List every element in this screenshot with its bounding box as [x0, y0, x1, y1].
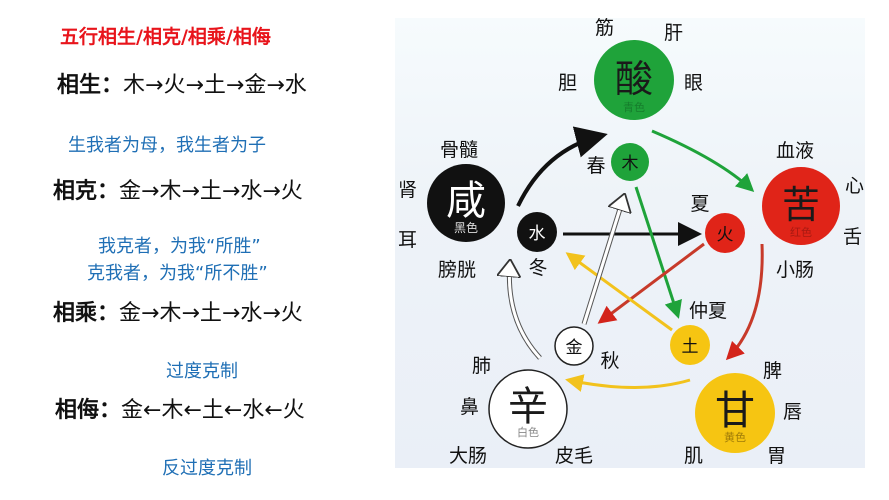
arrow-metal-controls-wood: [582, 196, 624, 325]
rule-wu-sequence: 金←木←土←水←火: [121, 398, 305, 423]
label-lung: 肺: [472, 355, 491, 377]
note-cheng: 过度克制: [166, 361, 238, 382]
rule-ke-sequence: 金→木→土→水→火: [119, 179, 303, 204]
label-heart: 心: [845, 175, 864, 197]
taste-fire-char: 苦: [782, 183, 820, 227]
season-winter: 冬: [528, 257, 547, 279]
taste-circle-wood: 酸 青色: [594, 40, 674, 120]
label-skin-hair: 皮毛: [555, 445, 593, 467]
taste-wood-color: 青色: [623, 100, 645, 114]
label-nose: 鼻: [460, 396, 479, 418]
label-tendon: 筋: [595, 17, 614, 39]
arrow-metal-to-water: [509, 262, 542, 360]
arrow-water-to-wood: [516, 126, 608, 207]
label-marrow: 骨髓: [440, 139, 478, 161]
taste-water-char: 咸: [446, 178, 486, 224]
element-circle-metal: 金 秋: [554, 326, 620, 372]
taste-fire-color: 红色: [790, 225, 812, 239]
svg-text:火: 火: [717, 225, 734, 245]
note-ke-1: 我克者，为我“所胜”: [98, 236, 261, 257]
arrow-earth-controls-water: [565, 252, 673, 332]
note-wu: 反过度克制: [162, 458, 252, 479]
page-title: 五行相生/相克/相乘/相侮: [60, 26, 271, 48]
arrow-fire-to-earth: [725, 243, 764, 361]
rule-ke: 相克：金→木→土→水→火: [53, 173, 303, 205]
rule-wu: 相侮：金←木←土←水←火: [55, 392, 305, 424]
label-bladder: 膀胱: [438, 259, 476, 281]
rule-cheng-sequence: 金→木→土→水→火: [119, 301, 303, 326]
rule-sheng: 相生：木→火→土→金→水: [57, 67, 307, 99]
taste-earth-char: 甘: [715, 388, 755, 434]
rule-cheng: 相乘：金→木→土→水→火: [53, 295, 303, 327]
taste-circle-fire: 苦 红色: [762, 167, 840, 245]
taste-earth-color: 黄色: [724, 430, 746, 444]
element-circle-fire: 火 夏: [690, 193, 745, 253]
season-summer: 夏: [690, 193, 709, 215]
label-eye: 眼: [684, 72, 703, 94]
rule-sheng-sequence: 木→火→土→金→水: [123, 73, 307, 98]
organ-labels: 筋 肝 胆 眼 血液 心 舌 小肠 脾 唇 胃 肌 肺 鼻 大肠 皮毛 骨髓 肾…: [398, 17, 864, 467]
rule-wu-label: 相侮：: [55, 398, 122, 423]
label-lips: 唇: [783, 401, 802, 423]
note-ke-2: 克我者，为我“所不胜”: [87, 263, 268, 284]
taste-metal-color: 白色: [517, 425, 539, 439]
arrow-wood-to-fire: [651, 129, 755, 193]
taste-circle-metal: 辛 白色: [488, 369, 568, 449]
label-spleen: 脾: [763, 360, 782, 382]
element-circle-earth: 土 仲夏: [670, 300, 727, 365]
label-liver: 肝: [664, 22, 683, 44]
svg-text:木: 木: [622, 154, 639, 174]
label-stomach: 胃: [767, 445, 786, 467]
note-sheng: 生我者为母，我生者为子: [68, 135, 266, 156]
svg-text:水: 水: [529, 224, 546, 244]
svg-text:金: 金: [566, 338, 583, 358]
taste-circle-earth: 甘 黄色: [695, 373, 775, 453]
label-blood: 血液: [776, 140, 814, 162]
label-gallbladder: 胆: [558, 72, 577, 94]
taste-wood-char: 酸: [615, 57, 653, 101]
label-large-intestine: 大肠: [449, 445, 487, 467]
taste-water-color: 黑色: [454, 221, 478, 235]
label-muscle: 肌: [684, 445, 703, 467]
label-tongue: 舌: [843, 226, 862, 248]
arrow-wood-controls-earth: [634, 186, 682, 319]
arrow-earth-to-metal: [565, 374, 691, 392]
taste-circle-water: 咸 黑色: [427, 164, 505, 242]
rule-ke-label: 相克：: [53, 179, 120, 204]
label-ear: 耳: [398, 229, 417, 251]
taste-metal-char: 辛: [508, 384, 548, 430]
svg-text:土: 土: [682, 337, 699, 357]
arrow-fire-controls-metal: [597, 242, 705, 324]
season-autumn: 秋: [600, 350, 619, 372]
label-kidney: 肾: [398, 179, 417, 201]
rule-cheng-label: 相乘：: [53, 301, 120, 326]
rule-sheng-label: 相生：: [57, 73, 124, 98]
element-circle-water: 水 冬: [517, 212, 557, 279]
element-circle-wood: 木 春: [586, 143, 649, 181]
label-small-intestine: 小肠: [776, 259, 814, 281]
season-spring: 春: [586, 155, 605, 177]
season-late-summer: 仲夏: [689, 300, 727, 322]
